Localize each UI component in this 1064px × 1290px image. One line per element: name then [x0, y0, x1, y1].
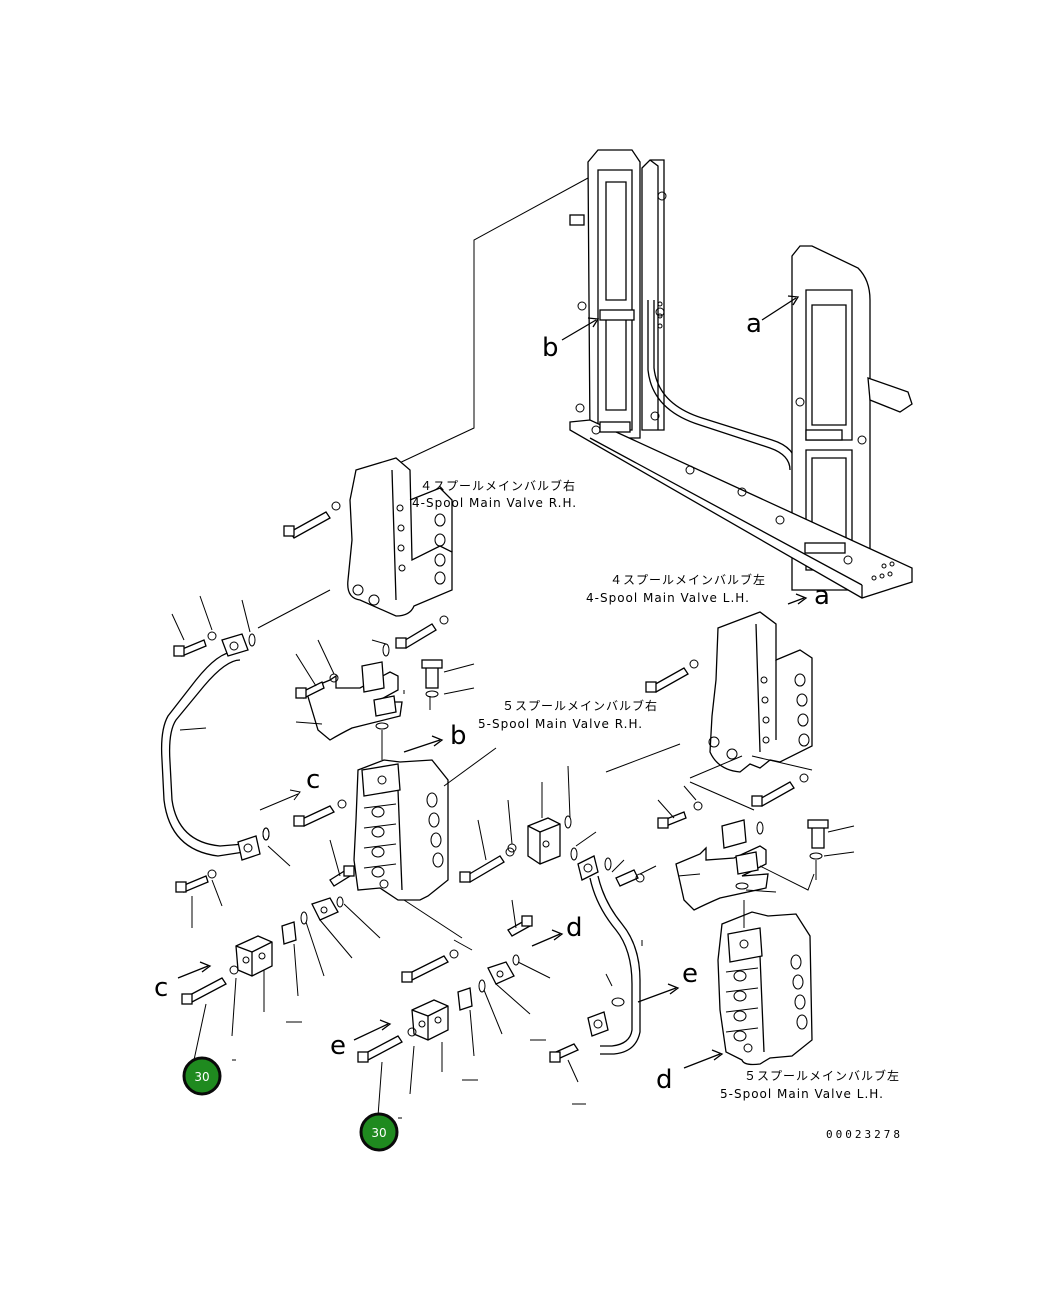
hose-left [160, 589, 331, 928]
fittings-lower-left [177, 896, 381, 1061]
ref-letter-c-lower: c [154, 973, 168, 1003]
block-fitting-center [477, 743, 681, 865]
valve-4-spool-lh [645, 593, 813, 811]
valve-5-spool-lh-label-jp: ５スプールメインバルブ左 [744, 1068, 900, 1083]
callout-badge-30-right[interactable]: 30 [359, 1112, 399, 1152]
valve-5-spool-lh [683, 900, 813, 1069]
valve-5-spool-rh-label-jp: ５スプールメインバルブ右 [502, 698, 658, 713]
ref-letter-a-frame: a [746, 309, 762, 339]
fittings-lower-center [232, 899, 586, 1119]
valve-5-spool-lh-label-en: 5-Spool Main Valve L.H. [720, 1087, 884, 1101]
valve-4-spool-rh-label-jp: ４スプールメインバルブ右 [420, 478, 576, 493]
text-labels: ４スプールメインバルブ右 4-Spool Main Valve R.H. ４スプ… [154, 309, 903, 1141]
ref-letter-b-valve: b [450, 721, 467, 751]
ref-letter-a-valve: a [814, 581, 830, 611]
drawing-code: 00023278 [826, 1128, 903, 1141]
valve-4-spool-lh-label-jp: ４スプールメインバルブ左 [610, 572, 766, 587]
bracket-right [657, 785, 855, 911]
center-bracket [295, 639, 475, 760]
valve-5-spool-rh [259, 735, 515, 951]
callout-badge-30-left[interactable]: 30 [182, 1056, 222, 1096]
callout-circle[interactable] [182, 1056, 222, 1096]
ref-letter-d-upper: d [566, 913, 583, 943]
ref-letter-d-lower: d [656, 1065, 673, 1095]
hose-right-center [549, 855, 680, 1083]
leader-line [394, 177, 589, 466]
valve-4-spool-rh [283, 457, 453, 649]
valve-4-spool-rh-label-en: 4-Spool Main Valve R.H. [412, 496, 577, 510]
ref-letter-e-upper: e [682, 959, 698, 989]
valve-4-spool-lh-label-en: 4-Spool Main Valve L.H. [586, 591, 750, 605]
ref-letter-b-frame: b [542, 333, 559, 363]
ref-letter-c-upper: c [306, 765, 320, 795]
ref-letter-e-lower: e [330, 1031, 346, 1061]
valve-5-spool-rh-label-en: 5-Spool Main Valve R.H. [478, 717, 643, 731]
mounting-frame [561, 149, 913, 599]
callout-circle[interactable] [359, 1112, 399, 1152]
